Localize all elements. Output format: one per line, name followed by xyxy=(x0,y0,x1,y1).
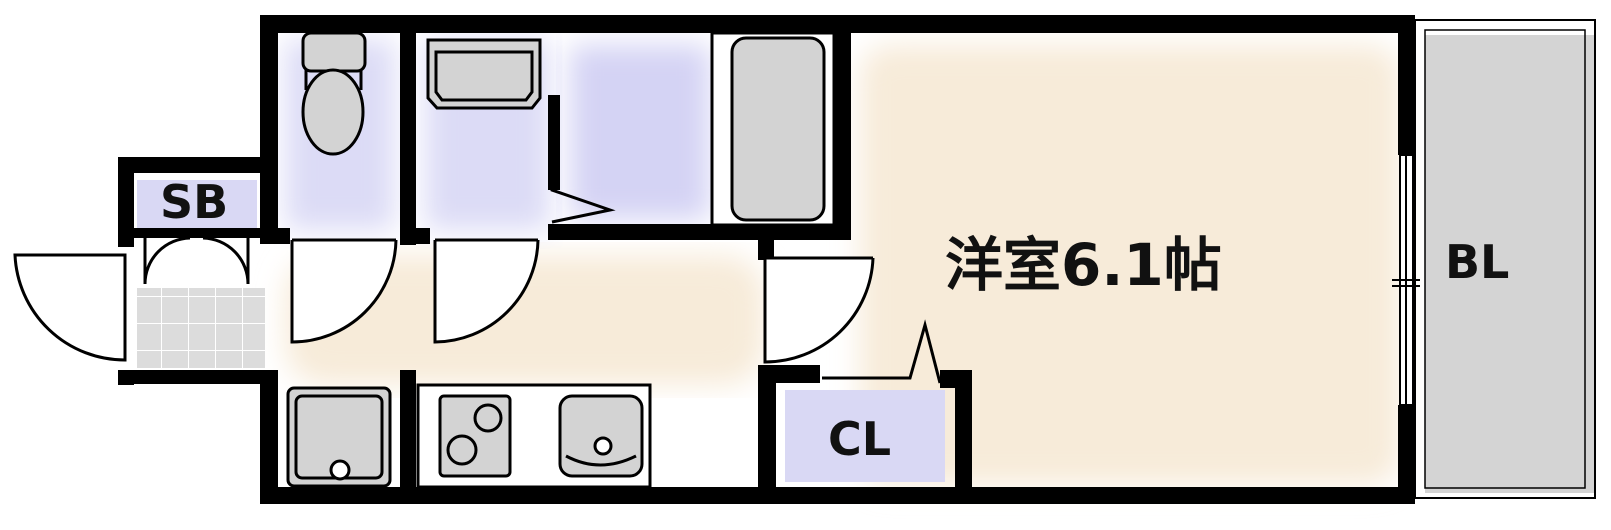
bath-door xyxy=(550,102,616,224)
entrance-tiles xyxy=(137,288,265,368)
shoe-box-label: SB xyxy=(160,175,228,229)
shoe-box-floor xyxy=(137,180,257,228)
main-room-floor xyxy=(860,45,1400,485)
kitchen-sink-icon xyxy=(558,394,644,478)
washbasin-icon xyxy=(426,38,542,110)
walls xyxy=(118,15,1415,504)
bathroom-floor xyxy=(570,45,710,220)
corridor-floor xyxy=(285,255,765,385)
main-room-label: 洋室6.1帖 xyxy=(945,231,1222,299)
toilet-icon xyxy=(301,31,367,156)
washing-machine-pan-icon xyxy=(286,386,392,488)
doors xyxy=(13,236,942,384)
floor-areas xyxy=(137,35,1595,493)
balcony-outline xyxy=(1414,19,1596,499)
closet-label: CL xyxy=(828,412,891,466)
window xyxy=(1392,154,1420,406)
bathtub-icon xyxy=(710,31,836,227)
balcony-floor xyxy=(1425,35,1595,493)
closet-floor xyxy=(785,390,945,482)
balcony-label: BL xyxy=(1445,235,1509,289)
stove-icon xyxy=(438,394,512,478)
